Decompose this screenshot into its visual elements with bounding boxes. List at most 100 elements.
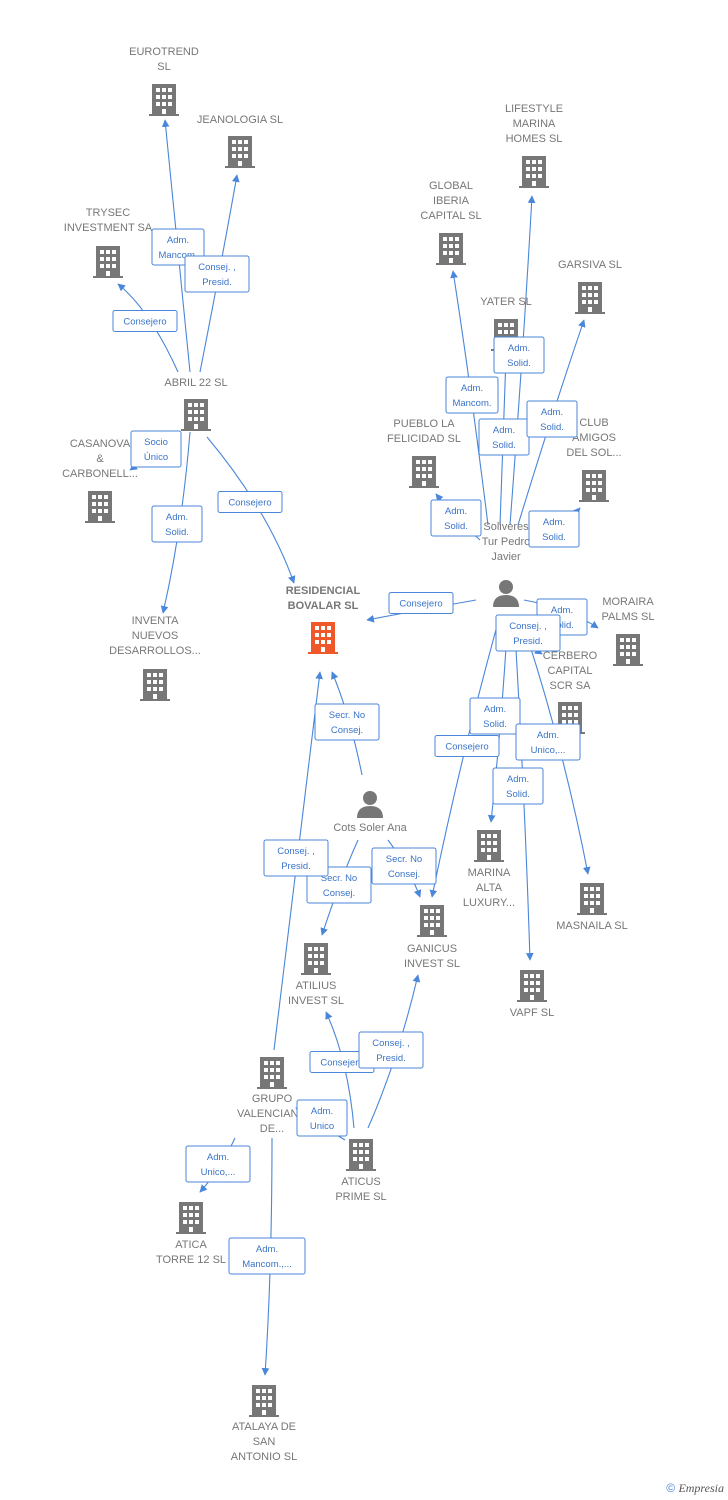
edge-label-text: Consej. <box>323 888 355 899</box>
edge-label-soliveres-cerbero[interactable]: Consej. ,Presid. <box>495 614 561 652</box>
edge-label-abril22-inventa[interactable]: Adm.Solid. <box>151 505 203 543</box>
edge-soliveres-ganicus <box>429 614 501 898</box>
edge-label-soliveres-ganicus[interactable]: Consejero <box>434 735 500 757</box>
building-icon <box>417 905 447 937</box>
edge-label-text: Adm. <box>541 407 563 418</box>
node-label: Cots Soler Ana <box>333 822 407 834</box>
edge-label-text: Adm. <box>256 1244 278 1255</box>
edge-label-soliveres-garsiva[interactable]: Adm.Solid. <box>526 400 578 438</box>
node-garsiva[interactable]: GARSIVA SL <box>558 259 622 314</box>
node-label: YATER SL <box>480 296 532 308</box>
node-label: JEANOLOGIA SL <box>197 114 283 126</box>
building-icon <box>176 1202 206 1234</box>
footer-brand[interactable]: © Empresia <box>666 1481 724 1496</box>
edge-label-text: Adm. <box>445 506 467 517</box>
building-icon <box>181 399 211 431</box>
building-icon <box>409 456 439 488</box>
edge-label-grupo-atalaya[interactable]: Adm.Mancom.,... <box>228 1237 306 1275</box>
building-icon <box>301 943 331 975</box>
edge-label-text: Secr. No <box>321 873 357 884</box>
building-icon <box>517 970 547 1002</box>
node-jeanologia[interactable]: JEANOLOGIA SL <box>197 114 283 168</box>
edge-label-abril22-jeanologia[interactable]: Consej. ,Presid. <box>184 255 250 293</box>
building-icon <box>149 84 179 116</box>
edge-label-cots-residencial[interactable]: Secr. No Consej. <box>314 703 380 741</box>
edge-label-text: Secr. No <box>329 710 365 721</box>
edge-label-text: Mancom. <box>158 250 197 261</box>
edge-label-text: Adm. <box>311 1106 333 1117</box>
node-label: MASNAILA SL <box>556 920 628 932</box>
building-icon <box>257 1057 287 1089</box>
building-icon <box>613 634 643 666</box>
edge-label-text: Presid. <box>202 277 232 288</box>
edge-label-soliveres-global[interactable]: Adm.Mancom. <box>445 376 499 414</box>
edge-label-soliveres-club[interactable]: Adm.Solid. <box>528 510 580 548</box>
edge-label-text: Presid. <box>281 861 311 872</box>
edge-label-soliveres-masnaila[interactable]: Adm.Unico,... <box>515 723 581 761</box>
node-masnaila[interactable]: MASNAILA SL <box>556 883 628 932</box>
edge-label-text: Consej. , <box>277 846 315 857</box>
building-icon <box>519 156 549 188</box>
edge-label-aticus-grupo[interactable]: Adm.Unico <box>296 1099 348 1137</box>
edge-label-soliveres-vapf[interactable]: Adm.Solid. <box>492 767 544 805</box>
node-abril22[interactable]: ABRIL 22 SL <box>164 377 228 431</box>
edge-label-soliveres-residencial[interactable]: Consejero <box>388 592 454 614</box>
node-label: CASANOVA&CARBONELL... <box>62 438 138 480</box>
node-yater[interactable]: YATER SL <box>480 296 532 351</box>
edge-label-soliveres-marina[interactable]: Adm.Solid. <box>469 697 521 735</box>
edge-label-text: Adm. <box>543 517 565 528</box>
edge-label-grupo-residencial[interactable]: Consej. , Presid. <box>263 839 329 877</box>
edge-label-text: Adm. <box>537 730 559 741</box>
edge-label-text: Solid. <box>165 527 189 538</box>
node-label: ABRIL 22 SL <box>164 377 227 389</box>
node-vapf[interactable]: VAPF SL <box>510 970 554 1019</box>
edge-label-aticus-ganicus[interactable]: Consej. ,Presid. <box>358 1031 424 1069</box>
edge-label-text: Consej. <box>331 725 363 736</box>
edge-label-text: Solid. <box>492 440 516 451</box>
edge-label-text: Adm. <box>461 383 483 394</box>
edge-label-text: Solid. <box>506 789 530 800</box>
building-icon <box>575 282 605 314</box>
edge-label-soliveres-yater[interactable]: Adm.Solid. <box>478 418 530 456</box>
node-casanova[interactable]: CASANOVA&CARBONELL... <box>62 438 138 523</box>
edge-label-text: Adm. <box>551 605 573 616</box>
edge-label-text: Consejero <box>123 317 166 328</box>
person-icon <box>357 791 383 818</box>
edge-label-soliveres-lifestyle[interactable]: Adm.Solid. <box>493 336 545 374</box>
edge-label-grupo-atica[interactable]: Adm.Unico,... <box>185 1145 251 1183</box>
edge-label-soliveres-pueblo[interactable]: Adm.Solid. <box>430 499 482 537</box>
node-cots[interactable]: Cots Soler Ana <box>333 791 408 834</box>
edge-label-abril22-trysec[interactable]: Consejero <box>112 310 178 332</box>
edge-label-abril22-residencial[interactable]: Consejero <box>217 491 283 513</box>
edge-label-text: Solid. <box>550 620 574 631</box>
